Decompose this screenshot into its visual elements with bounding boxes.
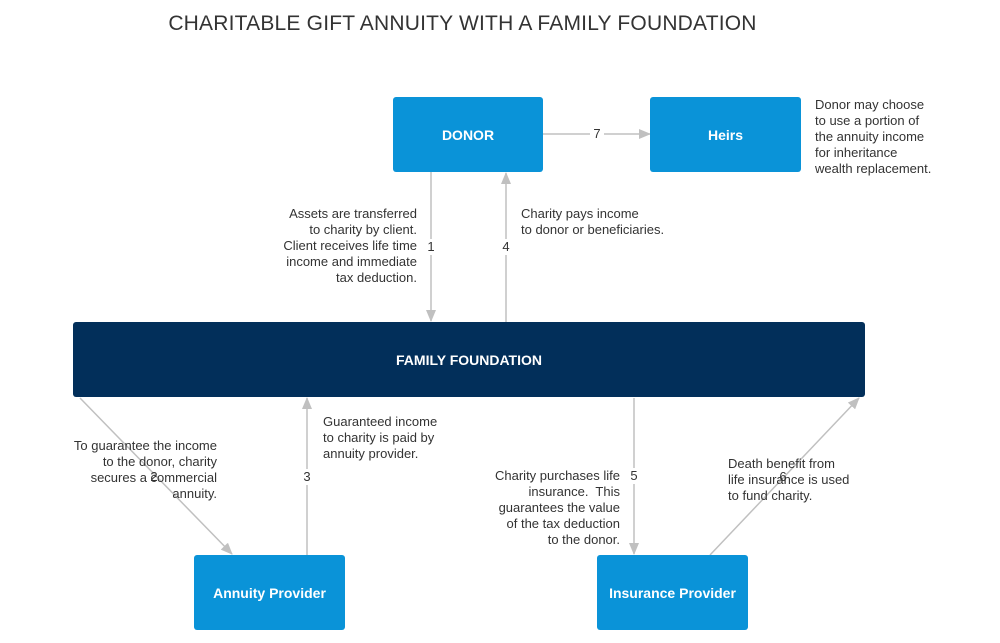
note-death-benefit: Death benefit from life insurance is use…	[728, 456, 850, 503]
node-insurance-provider[interactable]: Insurance Provider	[597, 555, 748, 630]
node-heirs-label: Heirs	[707, 126, 744, 143]
step-number-6: 6	[779, 469, 787, 484]
node-family-foundation-label: FAMILY FOUNDATION	[396, 351, 542, 368]
step-number-1: 1	[424, 239, 438, 255]
node-heirs[interactable]: Heirs	[650, 97, 801, 172]
note-commercial-annuity: To guarantee the income to the donor, ch…	[73, 438, 217, 501]
arrow-insurance-provider-to-foundation	[709, 397, 860, 556]
note-heirs-wealth-replacement: Donor may choose to use a portion of the…	[815, 97, 932, 176]
step-number-4: 4	[499, 239, 513, 255]
note-charity-pays-income: Charity pays income to donor or benefici…	[521, 206, 665, 237]
arrow-foundation-to-annuity-provider	[79, 397, 233, 555]
step-number-5: 5	[627, 468, 641, 484]
node-family-foundation[interactable]: FAMILY FOUNDATION	[73, 322, 865, 397]
diagram-title: CHARITABLE GIFT ANNUITY WITH A FAMILY FO…	[168, 12, 757, 35]
node-insurance-provider-label: Insurance Provider	[609, 584, 736, 601]
step-number-3: 3	[300, 469, 314, 485]
node-annuity-provider-label: Annuity Provider	[213, 584, 326, 601]
step-number-2: 2	[150, 469, 158, 484]
note-assets-transferred: Assets are transferred to charity by cli…	[283, 206, 417, 285]
note-life-insurance: Charity purchases life insurance. This g…	[495, 468, 620, 547]
node-annuity-provider[interactable]: Annuity Provider	[194, 555, 345, 630]
note-guaranteed-income: Guaranteed income to charity is paid by …	[323, 414, 438, 461]
node-donor-label: DONOR	[441, 126, 495, 143]
node-donor[interactable]: DONOR	[393, 97, 543, 172]
step-number-7: 7	[590, 126, 604, 142]
